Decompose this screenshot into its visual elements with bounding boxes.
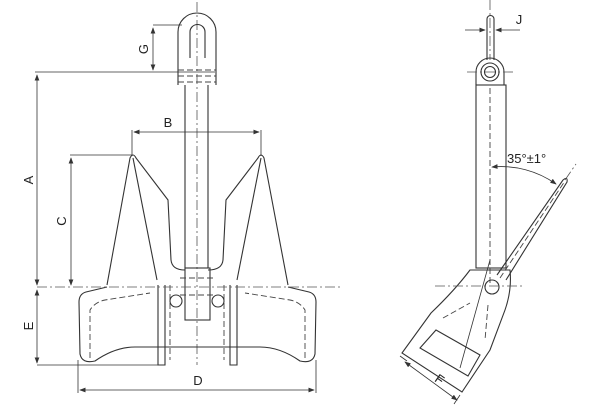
label-j: J (516, 12, 523, 27)
front-dimensions: G A B C E D (21, 24, 317, 393)
label-angle: 35°±1° (507, 151, 546, 166)
stock-block (184, 267, 211, 321)
pin-right (211, 294, 225, 308)
label-b: B (164, 115, 173, 130)
shackle-inner (189, 24, 206, 58)
label-c: C (54, 216, 69, 225)
side-dimensions: J 35°±1° F (399, 12, 557, 405)
label-d: D (193, 373, 202, 388)
right-fluke (207, 154, 289, 286)
label-g: G (136, 44, 151, 54)
eye (475, 57, 505, 85)
label-e: E (21, 321, 36, 330)
crown-pin (484, 279, 500, 295)
side-palm (401, 269, 511, 393)
pin-left (169, 294, 183, 308)
shackle-pin (486, 14, 495, 60)
shank (184, 85, 209, 268)
shackle-outer (177, 12, 217, 85)
crown-palms (78, 286, 317, 363)
left-fluke (106, 154, 186, 286)
side-view (401, 0, 577, 393)
angle-arc (491, 164, 557, 185)
front-view (37, 2, 340, 366)
dim-f (404, 361, 458, 401)
side-shank (475, 84, 507, 269)
label-a: A (21, 175, 36, 184)
